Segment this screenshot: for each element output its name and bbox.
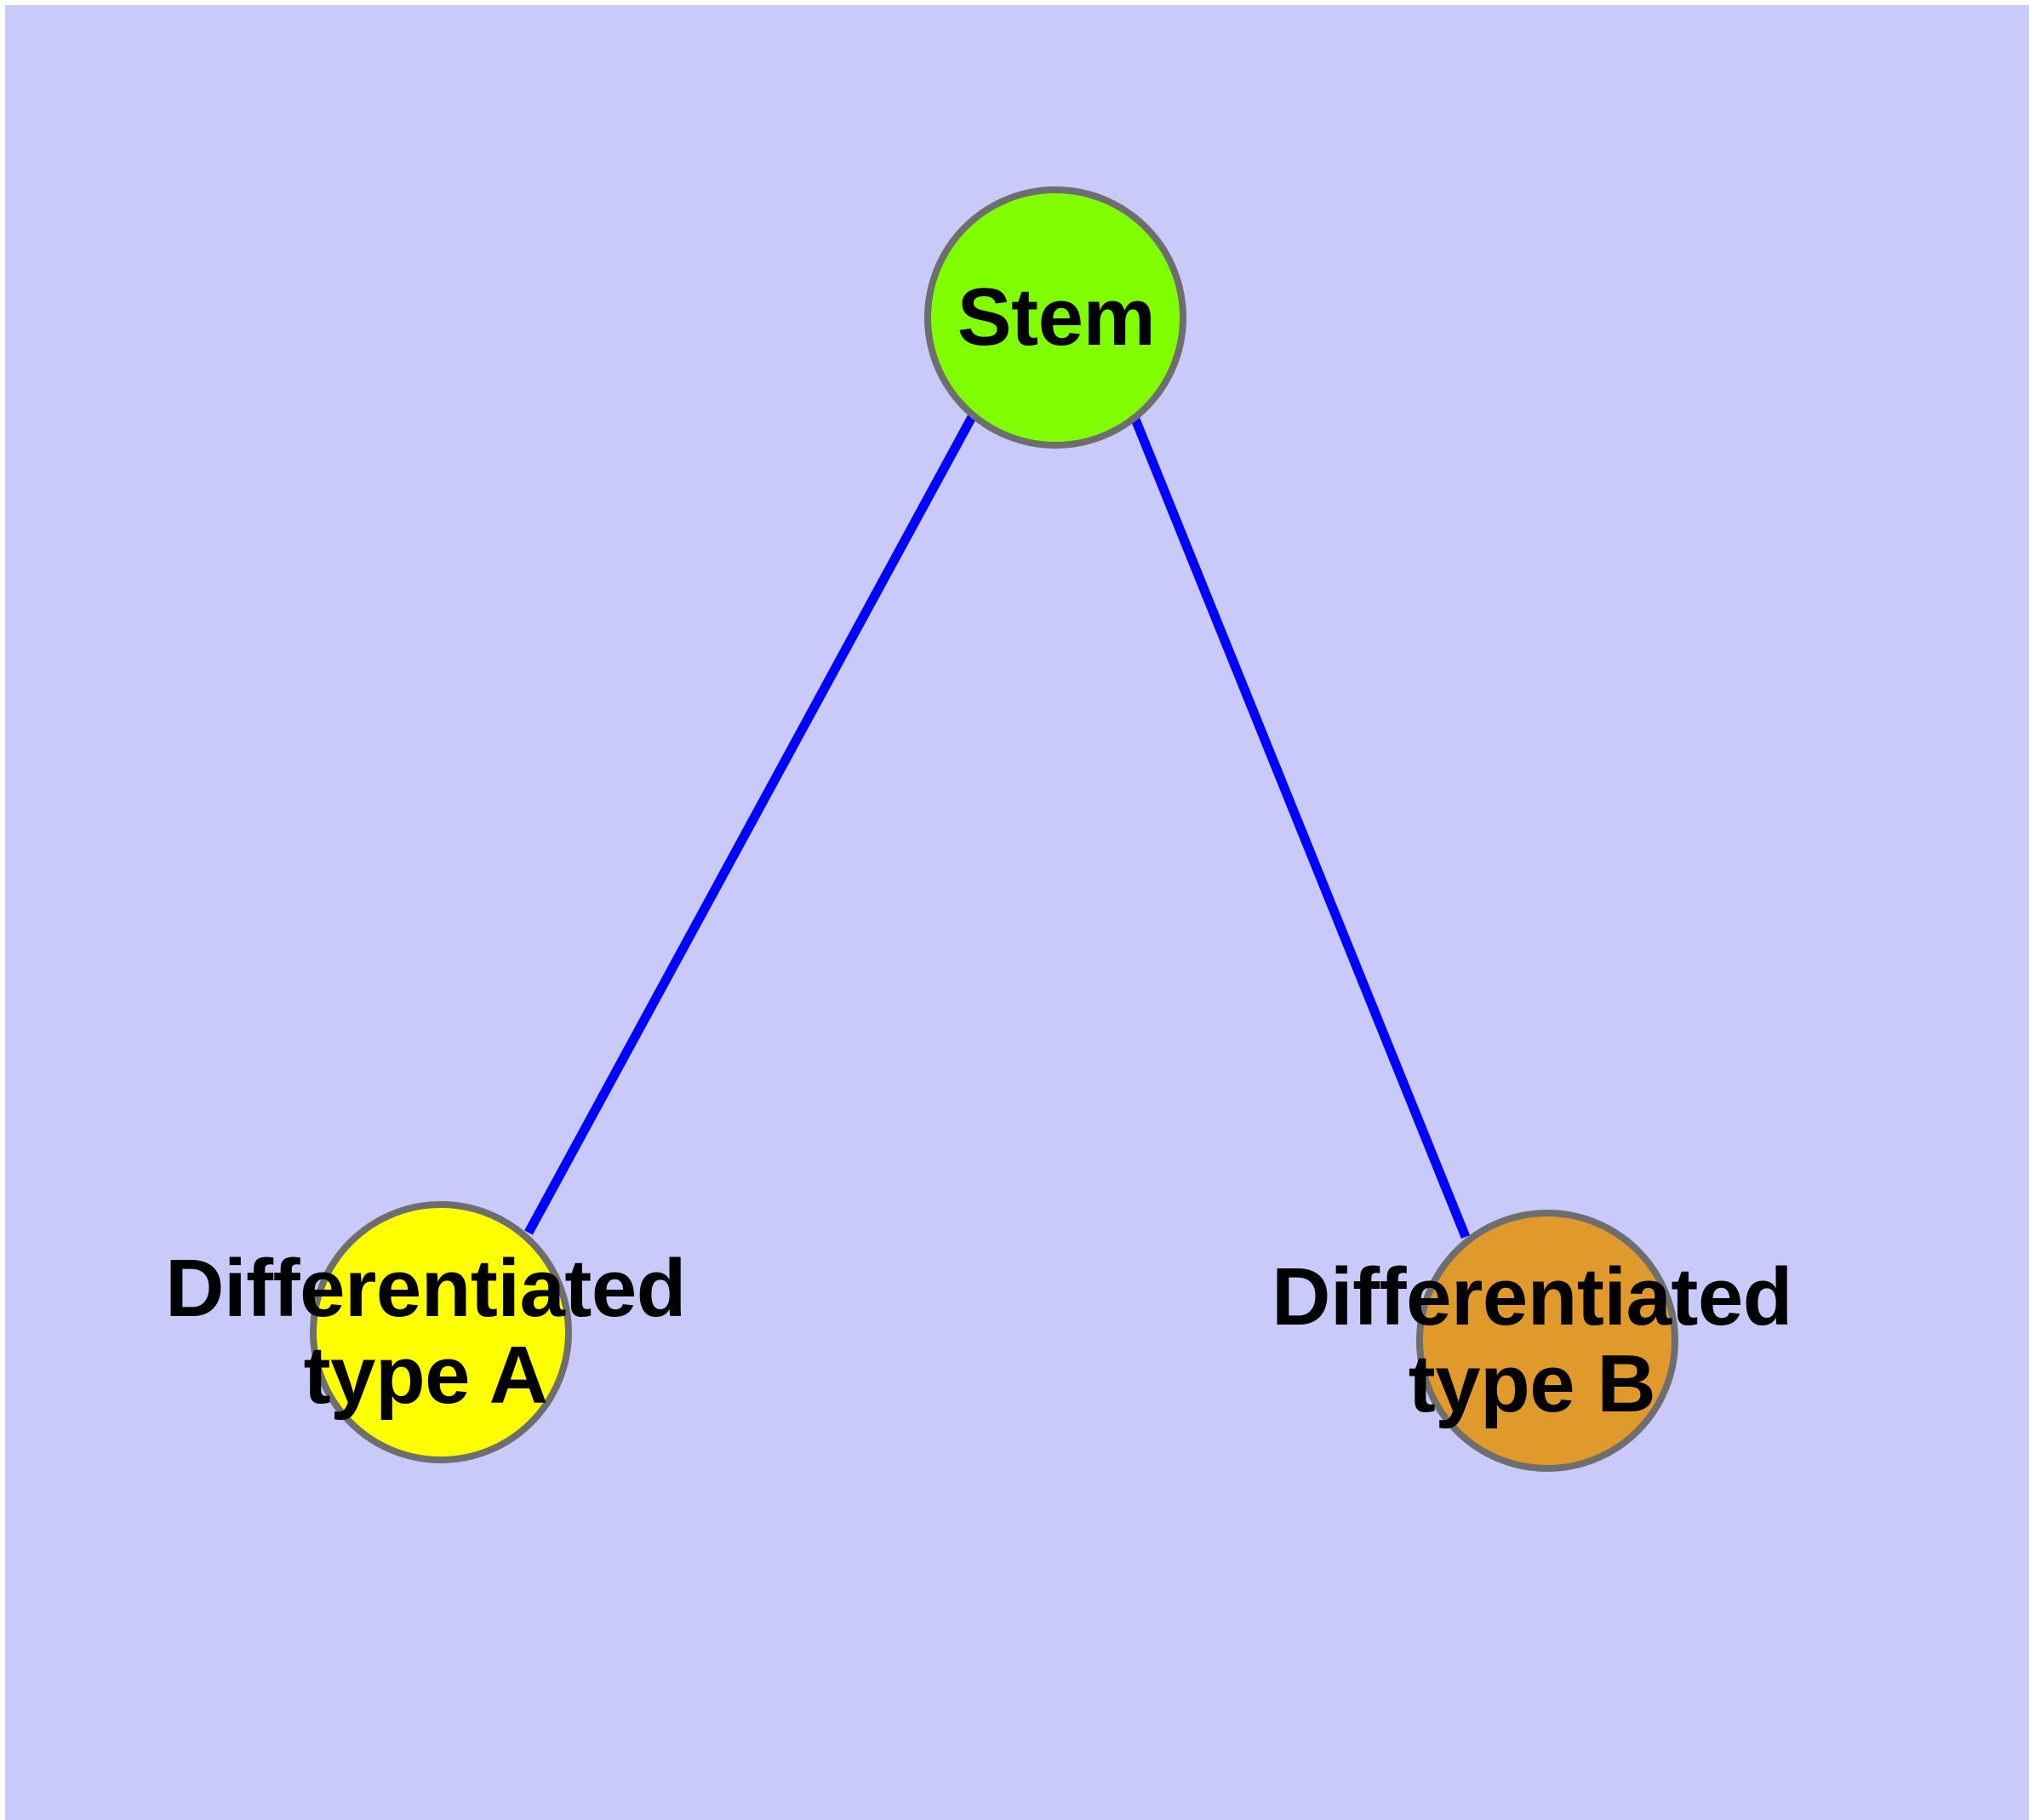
edge-stem-to-differentiated-type-a[interactable] bbox=[524, 413, 977, 1235]
node-differentiated-type-a[interactable] bbox=[310, 1201, 572, 1463]
edge-stem-to-differentiated-type-b[interactable] bbox=[1129, 415, 1471, 1239]
node-stem[interactable] bbox=[924, 186, 1186, 449]
nodes-layer bbox=[310, 186, 1678, 1472]
edges-layer bbox=[524, 413, 1471, 1239]
node-differentiated-type-b[interactable] bbox=[1416, 1210, 1678, 1472]
